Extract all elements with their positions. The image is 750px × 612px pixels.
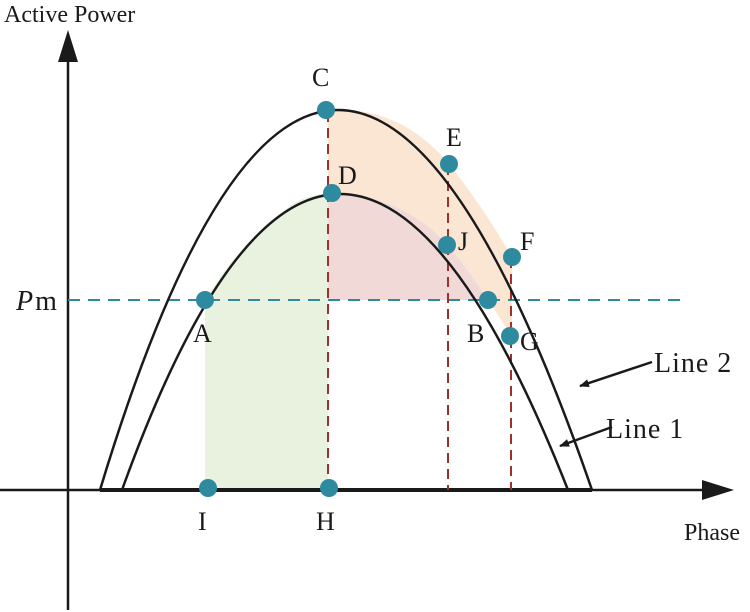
point-g <box>501 327 519 345</box>
point-i <box>199 479 217 497</box>
point-h <box>320 479 338 497</box>
label-i: I <box>198 507 207 536</box>
pm-label-italic: P <box>15 286 33 317</box>
y-axis-label: Active Power <box>4 2 135 28</box>
points-group <box>196 101 521 497</box>
point-d <box>323 184 341 202</box>
line-2-pointer-arrow <box>579 360 653 388</box>
point-f <box>503 248 521 266</box>
pm-label-rest: m <box>35 286 57 317</box>
label-e: E <box>446 123 462 152</box>
label-f: F <box>520 227 534 256</box>
pm-label: Pm <box>15 286 57 317</box>
label-g: G <box>520 327 539 356</box>
pink-area <box>328 193 488 300</box>
green-area <box>205 193 328 488</box>
label-c: C <box>312 63 329 92</box>
label-d: D <box>338 161 357 190</box>
x-axis-label: Phase <box>684 520 740 546</box>
line-2-label: Line 2 <box>654 348 732 379</box>
x-axis-arrow <box>702 480 734 500</box>
point-a <box>196 291 214 309</box>
point-b <box>479 291 497 309</box>
line-1-pointer-arrow <box>559 425 613 448</box>
label-h: H <box>316 507 335 536</box>
line-2-curve <box>98 108 594 491</box>
point-e <box>440 155 458 173</box>
peach-area <box>328 109 512 337</box>
label-a: A <box>193 319 212 348</box>
y-axis-arrow <box>58 30 78 62</box>
point-c <box>317 101 335 119</box>
label-b: B <box>467 319 484 348</box>
point-j <box>438 236 456 254</box>
label-j: J <box>458 227 468 256</box>
line-1-label: Line 1 <box>606 414 684 445</box>
